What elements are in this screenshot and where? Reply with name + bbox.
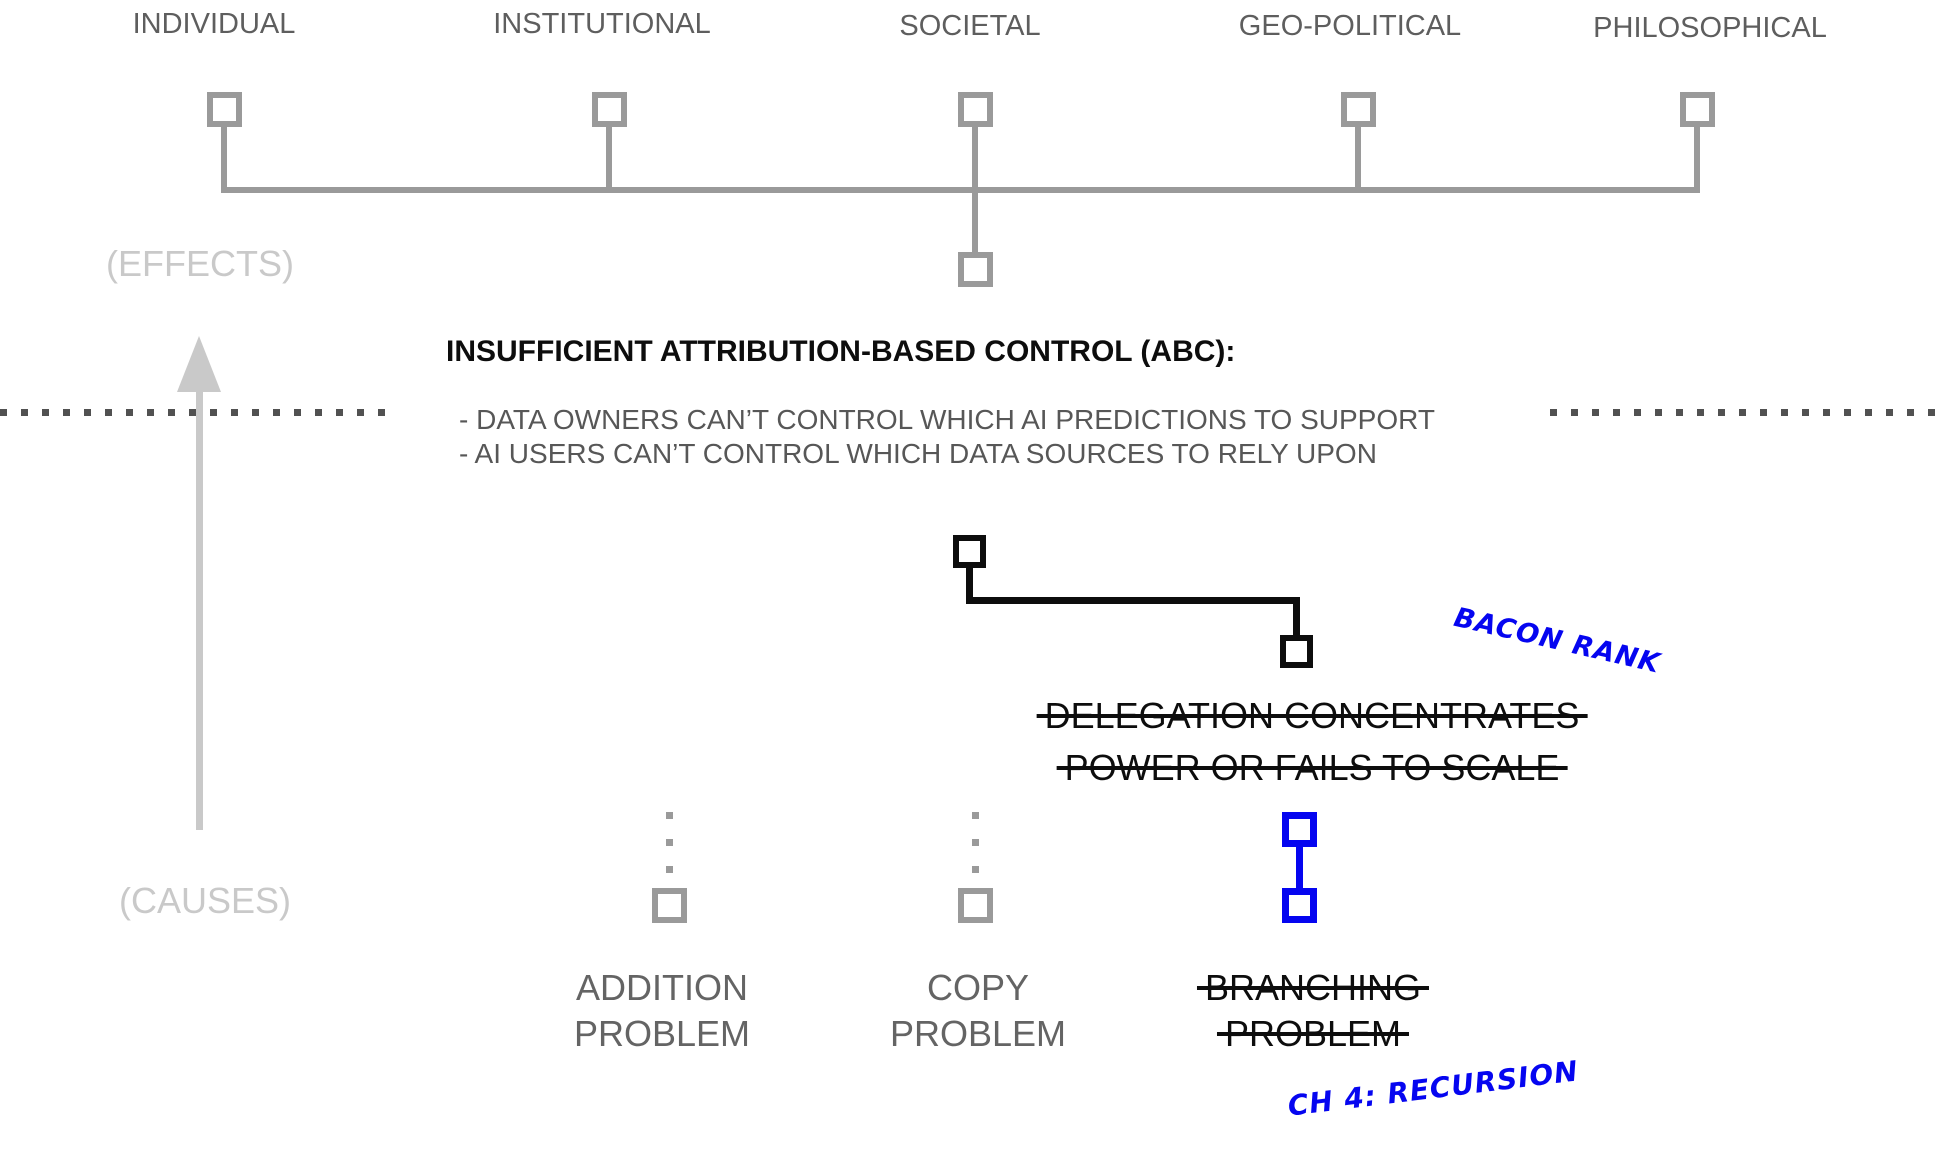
stem-geo-political	[1355, 127, 1361, 193]
delegation-line-1: DELEGATION CONCENTRATES	[1036, 690, 1588, 742]
stem-philosophical	[1694, 127, 1700, 193]
abc-title: INSUFFICIENT ATTRIBUTION-BASED CONTROL (…	[446, 335, 1236, 368]
branching-problem-line-1: BRANCHING	[1196, 965, 1430, 1011]
addition-node-square	[652, 888, 687, 923]
level-label-individual: INDIVIDUAL	[132, 8, 296, 40]
effects-label: (EFFECTS)	[106, 243, 294, 284]
dotted-divider-left	[0, 409, 395, 416]
stem-societal-lower	[972, 193, 978, 252]
level-label-societal: SOCIETAL	[899, 10, 1041, 42]
causes-label: (CAUSES)	[118, 880, 292, 921]
delegation-node-top	[953, 535, 986, 568]
addition-problem-line-1: ADDITION	[575, 967, 749, 1008]
delegation-caption: DELEGATION CONCENTRATES POWER OR FAILS T…	[1036, 690, 1588, 794]
delegation-elbow-across	[966, 597, 1300, 604]
levels-bracket-line	[221, 187, 1700, 193]
level-label-geo-political: GEO-POLITICAL	[1238, 10, 1462, 42]
branching-problem-label: BRANCHING PROBLEM	[1196, 965, 1430, 1057]
addition-dotted-stem	[666, 812, 673, 896]
copy-node-square	[958, 888, 993, 923]
level-label-institutional: INSTITUTIONAL	[493, 8, 711, 40]
node-square-philosophical	[1680, 92, 1715, 127]
stem-societal	[972, 127, 978, 193]
branching-node-top	[1282, 812, 1317, 847]
node-square-abc-effect	[958, 252, 993, 287]
addition-problem-label: ADDITION PROBLEM	[574, 965, 750, 1057]
recursion-annotation: CH 4: RECURSION	[1286, 1054, 1581, 1123]
node-square-geo-political	[1341, 92, 1376, 127]
node-square-societal	[958, 92, 993, 127]
up-arrow-shaft	[196, 390, 203, 830]
stem-institutional	[606, 127, 612, 193]
addition-problem-line-2: PROBLEM	[573, 1013, 751, 1054]
branching-node-bottom	[1282, 888, 1317, 923]
node-square-individual	[207, 92, 242, 127]
bacon-rank-annotation: BACON RANK	[1451, 602, 1664, 680]
copy-dotted-stem	[972, 812, 979, 896]
delegation-elbow-down-2	[1293, 597, 1300, 638]
level-label-philosophical: PHILOSOPHICAL	[1593, 12, 1827, 44]
stem-individual	[221, 127, 227, 193]
delegation-node-bottom	[1280, 635, 1313, 668]
abc-bullet-1: - DATA OWNERS CAN’T CONTROL WHICH AI PRE…	[459, 404, 1435, 435]
abc-bullets: - DATA OWNERS CAN’T CONTROL WHICH AI PRE…	[459, 403, 1435, 471]
node-square-institutional	[592, 92, 627, 127]
branching-link-line	[1296, 845, 1303, 890]
copy-problem-line-1: COPY	[926, 967, 1030, 1008]
branching-problem-line-2: PROBLEM	[1216, 1011, 1410, 1057]
copy-problem-label: COPY PROBLEM	[890, 965, 1066, 1057]
delegation-elbow-down-1	[966, 568, 973, 604]
abc-bullet-2: - AI USERS CAN’T CONTROL WHICH DATA SOUR…	[459, 438, 1377, 469]
dotted-divider-right	[1550, 409, 1948, 416]
delegation-line-2: POWER OR FAILS TO SCALE	[1056, 742, 1568, 794]
copy-problem-line-2: PROBLEM	[889, 1013, 1067, 1054]
up-arrow-head	[177, 336, 221, 392]
